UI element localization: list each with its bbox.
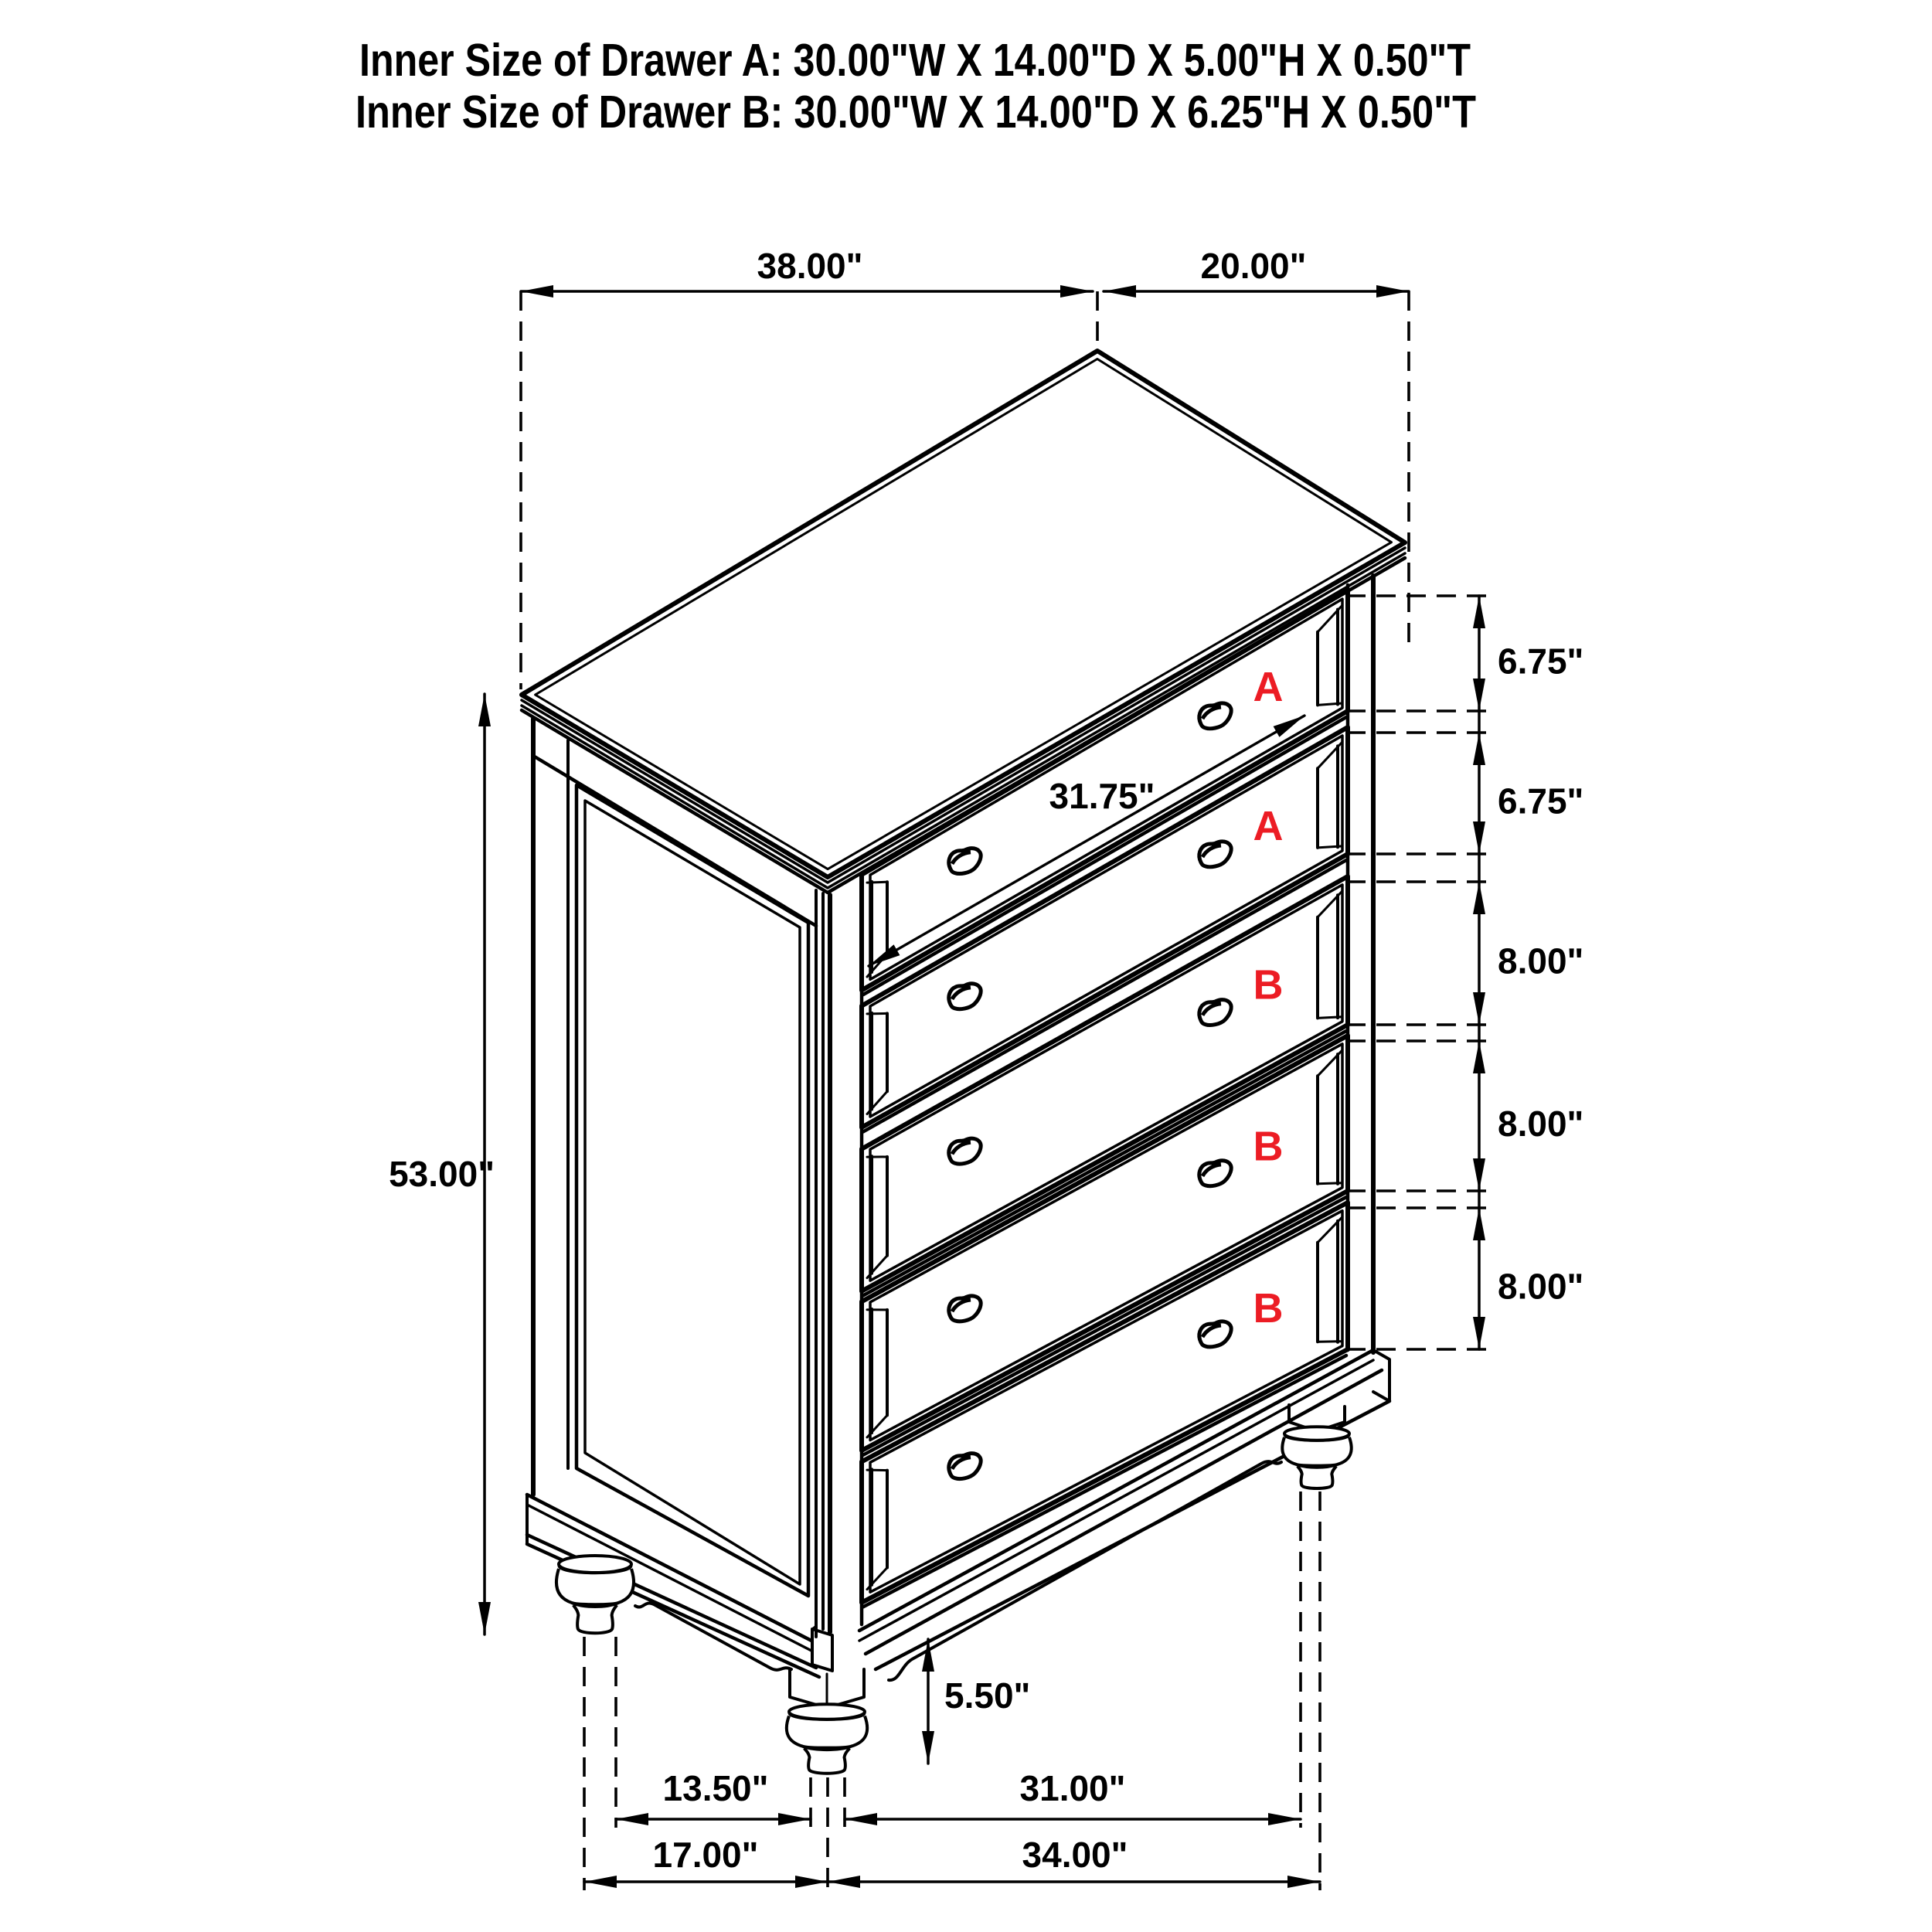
- svg-text:A: A: [1253, 803, 1284, 849]
- svg-text:5.50": 5.50": [944, 1675, 1030, 1716]
- svg-text:6.75": 6.75": [1498, 781, 1583, 821]
- svg-text:8.00": 8.00": [1498, 941, 1583, 981]
- svg-text:20.00": 20.00": [1201, 246, 1307, 286]
- svg-text:31.00": 31.00": [1020, 1768, 1126, 1808]
- svg-text:6.75": 6.75": [1498, 641, 1583, 682]
- svg-text:B: B: [1253, 962, 1284, 1009]
- svg-text:13.50": 13.50": [663, 1768, 769, 1808]
- svg-text:34.00": 34.00": [1022, 1835, 1128, 1875]
- svg-text:8.00": 8.00": [1498, 1104, 1583, 1144]
- svg-text:38.00": 38.00": [757, 246, 863, 286]
- svg-text:B: B: [1253, 1124, 1284, 1170]
- svg-text:Inner Size of Drawer A: 30.00": Inner Size of Drawer A: 30.00"W X 14.00"…: [359, 35, 1471, 86]
- svg-text:Inner Size of Drawer B: 30.00": Inner Size of Drawer B: 30.00"W X 14.00"…: [355, 87, 1476, 138]
- svg-text:B: B: [1253, 1285, 1284, 1332]
- svg-text:8.00": 8.00": [1498, 1267, 1583, 1307]
- svg-text:17.00": 17.00": [653, 1835, 759, 1875]
- svg-text:53.00": 53.00": [389, 1154, 495, 1194]
- svg-text:A: A: [1253, 664, 1284, 710]
- svg-text:31.75": 31.75": [1049, 776, 1155, 816]
